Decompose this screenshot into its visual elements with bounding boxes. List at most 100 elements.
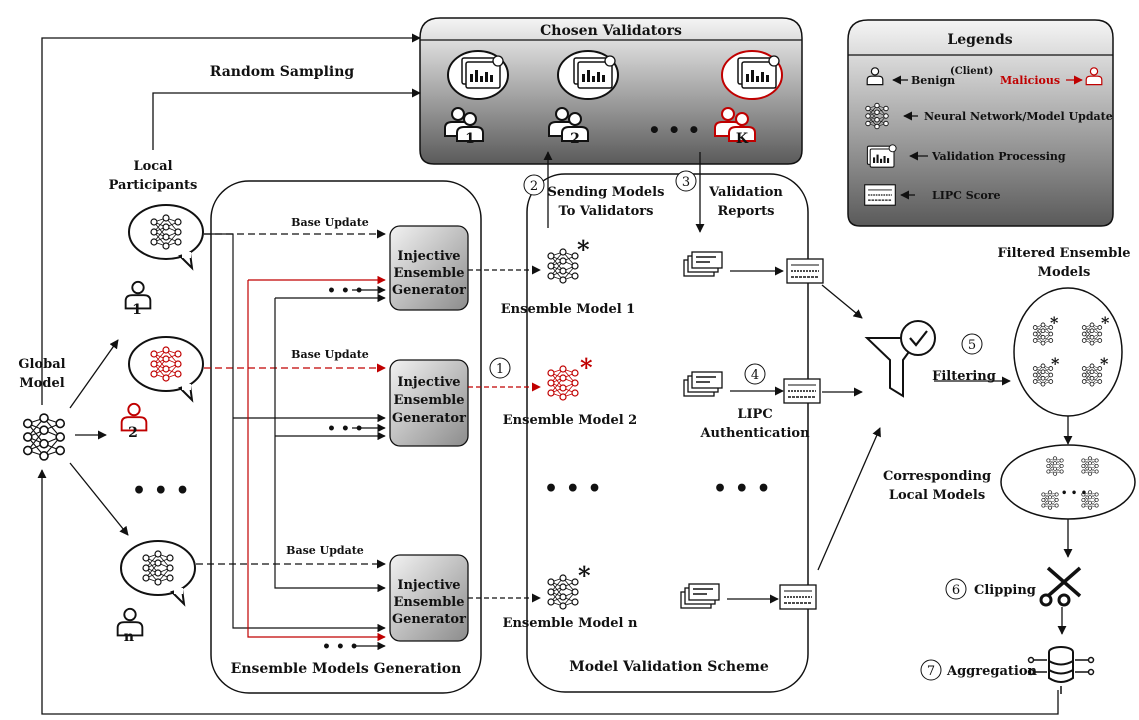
- participant-label-1: 1: [132, 302, 142, 318]
- legend-title: Legends: [947, 32, 1012, 48]
- local-models-group: [1000, 444, 1136, 520]
- svg-text:Ensemble: Ensemble: [393, 266, 464, 281]
- legend-box: Legends Benign (Client) Malicious Neural…: [847, 19, 1114, 227]
- svg-text:6: 6: [952, 583, 960, 598]
- participant-2: 2: [120, 336, 204, 441]
- svg-text:4: 4: [751, 368, 759, 383]
- reports-label-2: Reports: [717, 204, 774, 219]
- filtering-label: Filtering: [932, 369, 996, 384]
- local-participants-label-2: Participants: [109, 178, 198, 193]
- asterisk-icon: *: [1051, 354, 1060, 373]
- sending-label-1: Sending Models: [548, 185, 665, 200]
- legend-nn: Neural Network/Model Update: [924, 110, 1113, 123]
- step-2: 2: [523, 174, 545, 196]
- validation-scheme-panel: [526, 173, 809, 693]
- svg-text:1: 1: [496, 362, 504, 377]
- lipc-score-icon: [783, 378, 821, 404]
- aggregation-label: Aggregation: [946, 664, 1038, 679]
- small-ellipsis-3: • • •: [322, 639, 359, 655]
- validator-1: 1: [444, 50, 509, 147]
- asterisk-icon: *: [1101, 313, 1110, 332]
- corresponding-label-1: Corresponding: [883, 469, 991, 484]
- clipping-label: Clipping: [974, 583, 1036, 598]
- svg-text:Injective: Injective: [397, 249, 460, 264]
- lipc-score-icon: [786, 258, 824, 284]
- lipc-score-icon: [779, 584, 817, 610]
- global-model-icon: [22, 413, 66, 461]
- lipc-label-2: Authentication: [699, 426, 810, 441]
- validator-label-2: 2: [570, 131, 580, 147]
- validation-processing-icon: [737, 55, 780, 89]
- legend-lipc: LIPC Score: [932, 189, 1001, 202]
- validation-report-icon: [683, 371, 723, 397]
- random-sampling-label: Random Sampling: [210, 64, 355, 80]
- step-7: 7: [920, 659, 942, 681]
- svg-text:Ensemble: Ensemble: [393, 595, 464, 610]
- step-3: 3: [675, 170, 697, 192]
- step-5: 5: [961, 333, 983, 355]
- validation-report-icon: [683, 251, 723, 277]
- legend-client: (Client): [950, 66, 993, 77]
- svg-text:7: 7: [927, 664, 935, 679]
- base-update-label-3: Base Update: [286, 544, 364, 557]
- generator-2: Injective Ensemble Generator: [389, 359, 469, 447]
- validators-title: Chosen Validators: [540, 23, 682, 39]
- legend-benign: Benign: [911, 74, 955, 87]
- validation-processing-icon: [461, 55, 504, 89]
- local-models-ellipsis: • • •: [1061, 488, 1087, 499]
- step-6: 6: [945, 578, 967, 600]
- reports-ellipsis: • • •: [713, 476, 771, 502]
- participant-n: n: [116, 540, 196, 645]
- base-update-label-2: Base Update: [291, 348, 369, 361]
- ensemble-ellipsis: • • •: [544, 476, 602, 502]
- database-icon: [1027, 646, 1095, 694]
- scissors-icon: [1039, 566, 1082, 607]
- svg-text:Injective: Injective: [397, 375, 460, 390]
- filtered-label-2: Models: [1038, 265, 1091, 280]
- validators-ellipsis: • • •: [648, 118, 700, 142]
- svg-text:Injective: Injective: [397, 578, 460, 593]
- participant-1: 1: [124, 204, 204, 318]
- filter-icon: [864, 320, 936, 398]
- base-update-label-1: Base Update: [291, 216, 369, 229]
- validation-processing-icon: [866, 144, 897, 168]
- malicious-asterisk-icon: *: [580, 353, 593, 382]
- svg-text:Ensemble: Ensemble: [393, 393, 464, 408]
- ensemble-model-n-icon: [547, 574, 579, 610]
- svg-text:3: 3: [682, 175, 690, 190]
- legend-validation: Validation Processing: [931, 150, 1066, 163]
- small-ellipsis-2: • • •: [327, 421, 364, 437]
- ensemble-generation-label: Ensemble Models Generation: [231, 661, 462, 677]
- validation-scheme-label: Model Validation Scheme: [569, 659, 769, 675]
- validator-label-1: 1: [465, 131, 475, 147]
- filtered-models-group: [1013, 287, 1123, 417]
- step-1: 1: [489, 357, 511, 379]
- asterisk-icon: *: [577, 235, 590, 264]
- svg-text:2: 2: [530, 179, 538, 194]
- sending-label-2: To Validators: [559, 204, 654, 219]
- asterisk-icon: *: [1100, 354, 1109, 373]
- corresponding-label-2: Local Models: [889, 488, 985, 503]
- reports-label-1: Validation: [708, 185, 783, 200]
- validator-k: K: [714, 50, 783, 147]
- svg-text:5: 5: [968, 338, 976, 353]
- asterisk-icon: *: [1050, 313, 1059, 332]
- asterisk-icon: *: [578, 561, 591, 590]
- participant-label-2: 2: [128, 425, 138, 441]
- filtered-label-1: Filtered Ensemble: [997, 246, 1130, 261]
- ensemble-model-1-icon: [547, 248, 579, 284]
- generator-1: Injective Ensemble Generator: [389, 225, 469, 311]
- ensemble-model-n-label: Ensemble Model n: [503, 616, 638, 631]
- generator-n: Injective Ensemble Generator: [389, 554, 469, 642]
- svg-text:Generator: Generator: [392, 411, 466, 426]
- lipc-score-icon: [864, 184, 896, 206]
- ensemble-model-1-label: Ensemble Model 1: [501, 302, 635, 317]
- chosen-validators-box: Chosen Validators 1 2 • • • K: [419, 17, 803, 165]
- lipc-label-1: LIPC: [737, 407, 772, 422]
- participant-label-n: n: [124, 629, 134, 645]
- ensemble-model-2-label: Ensemble Model 2: [503, 413, 637, 428]
- ensemble-generation-panel: [210, 180, 482, 694]
- small-ellipsis-1: • • •: [327, 283, 364, 299]
- validation-report-icon: [680, 583, 720, 609]
